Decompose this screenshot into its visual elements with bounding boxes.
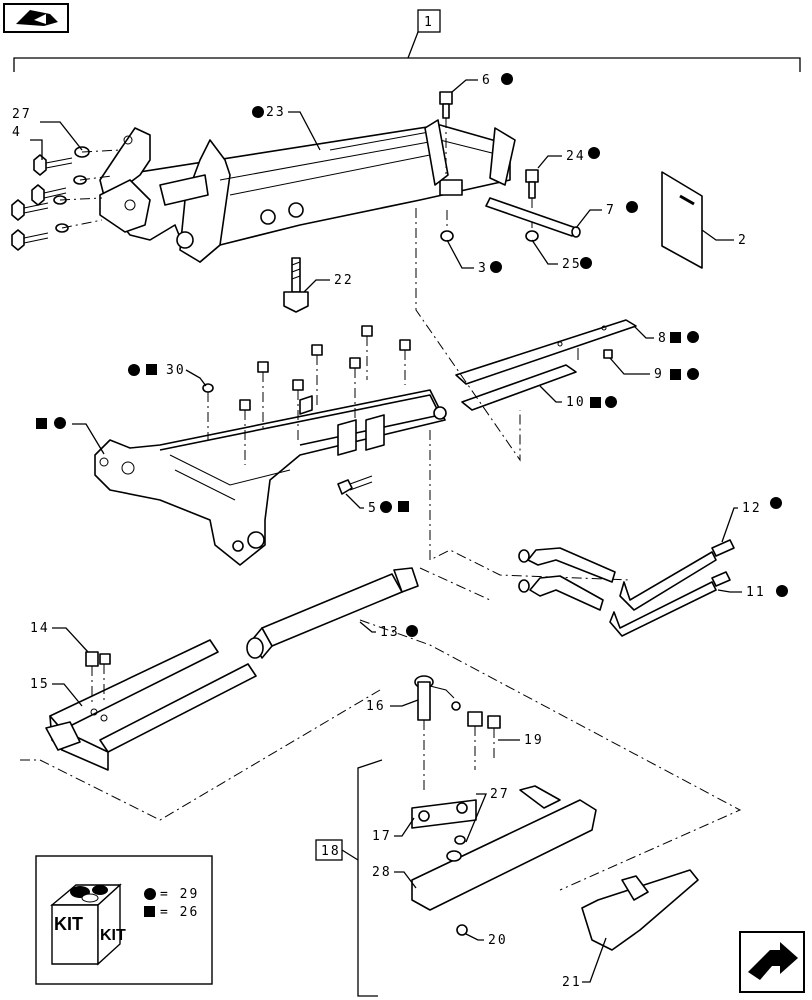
circle-symbol: [687, 331, 699, 343]
circle-symbol: [626, 201, 638, 213]
callout-14: 14: [30, 621, 50, 636]
circle-symbol: [605, 396, 617, 408]
plate-17: [411, 799, 477, 829]
callout-17: 17: [372, 829, 392, 844]
callout-9: 9: [654, 367, 664, 382]
callout-18: 18: [321, 844, 341, 859]
callout-19: 19: [524, 733, 544, 748]
bolt-14: [85, 651, 111, 702]
callout-21: 21: [562, 975, 582, 990]
frame-bolts: [202, 325, 411, 465]
square-symbol: [146, 364, 157, 375]
nut-3: [440, 230, 454, 242]
bolt-5: [337, 475, 373, 495]
circle-symbol: [128, 364, 140, 376]
square-symbol: [670, 369, 681, 380]
bolt-9: [577, 348, 613, 360]
upper-frame-part: [99, 119, 516, 263]
circle-symbol: [406, 625, 418, 637]
callout-7: 7: [606, 203, 616, 218]
callout-5: 5: [368, 501, 378, 516]
circle-symbol: [490, 261, 502, 273]
circle-symbol: [770, 497, 782, 509]
callout-12: 12: [742, 501, 762, 516]
circle-symbol: [501, 73, 513, 85]
circle-symbol: [380, 501, 392, 513]
circle-symbol: [687, 368, 699, 380]
callout-8: 8: [658, 331, 668, 346]
label-box-18: [315, 839, 359, 861]
kit-text: KIT: [100, 927, 126, 944]
legend-square-text: = 26: [160, 905, 199, 920]
bolts-4: [11, 146, 121, 251]
callout-20: 20: [488, 933, 508, 948]
kit-box-icon: KIT KIT: [50, 883, 126, 966]
bolt-22: [283, 257, 309, 313]
bolt-6: [439, 91, 453, 178]
cylinder-13: [246, 567, 419, 659]
circle-symbol: [252, 106, 264, 118]
bracket-18: [357, 759, 383, 997]
callout-4: 4: [12, 125, 22, 140]
kit-text: KIT: [54, 914, 83, 934]
callout-27-top: 27: [12, 107, 32, 122]
next-arrow-icon[interactable]: [739, 931, 805, 993]
nut-25: [525, 230, 539, 242]
callout-23: 23: [266, 105, 286, 120]
bolts-19: [467, 711, 501, 770]
callout-25: 25: [562, 257, 582, 272]
callout-10: 10: [566, 395, 586, 410]
square-symbol: [36, 418, 47, 429]
kit-symbols: [36, 73, 788, 637]
circle-symbol: [54, 417, 66, 429]
square-symbol: [670, 332, 681, 343]
rails-15: [45, 639, 257, 771]
legend-circle-text: = 29: [160, 887, 199, 902]
hook-21: [581, 869, 699, 951]
pin-7: [485, 197, 581, 238]
circle-symbol: [776, 585, 788, 597]
callout-30: 30: [166, 363, 186, 378]
kit-legend: KIT KIT = 29 = 26: [35, 855, 213, 985]
callout-2: 2: [738, 233, 748, 248]
bolt-24: [525, 169, 539, 230]
callout-16: 16: [366, 699, 386, 714]
plates-8-10: [455, 319, 637, 411]
square-symbol: [590, 397, 601, 408]
drawbar-28: [411, 785, 597, 936]
callout-28: 28: [372, 865, 392, 880]
hoses-11-12: [518, 539, 735, 637]
square-symbol: [144, 906, 155, 917]
callout-13: 13: [380, 625, 400, 640]
manual-2: [661, 171, 703, 269]
circle-symbol: [580, 257, 592, 269]
callout-24: 24: [566, 149, 586, 164]
callout-labels: 27 4 6 23 24 7 2 3 25 22 8 9 10 30 5 12 …: [12, 73, 766, 990]
callout-1: 1: [424, 15, 434, 30]
pin-16: [414, 675, 461, 790]
callout-11: 11: [746, 585, 766, 600]
callout-6: 6: [482, 73, 492, 88]
circle-symbol: [588, 147, 600, 159]
book-arrow-icon[interactable]: [3, 3, 69, 33]
circle-symbol: [144, 888, 156, 900]
assembly-bracket: 1: [13, 9, 801, 72]
callout-3: 3: [478, 261, 488, 276]
square-symbol: [398, 501, 409, 512]
callout-22: 22: [334, 273, 354, 288]
middle-frame-part: [94, 389, 447, 566]
callout-15: 15: [30, 677, 50, 692]
callout-27-bottom: 27: [490, 787, 510, 802]
